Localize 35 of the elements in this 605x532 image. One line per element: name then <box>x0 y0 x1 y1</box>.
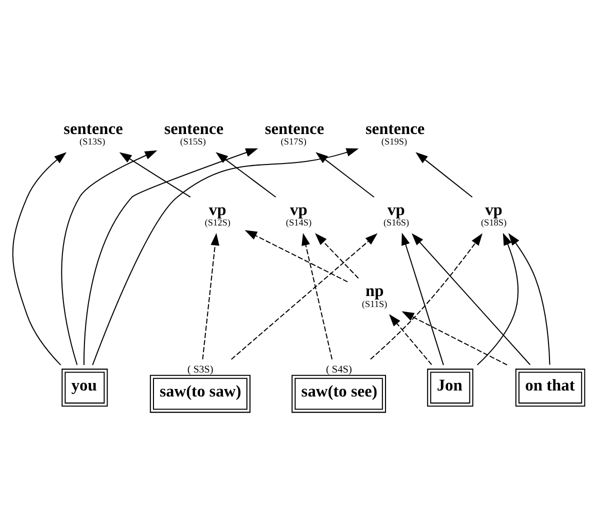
node-text: sentence (S17S) <box>264 118 324 147</box>
arrow <box>370 233 483 360</box>
arrow <box>302 233 333 360</box>
arrow <box>92 148 359 366</box>
arrow <box>231 233 378 360</box>
arrow <box>61 150 158 366</box>
arrow <box>83 148 258 365</box>
arrow <box>416 152 473 198</box>
node-box: saw(to see) <box>292 374 386 413</box>
node-text: vp (S18S) <box>480 200 507 228</box>
node-text: sentence (S13S) <box>64 118 123 147</box>
arrow <box>389 314 432 366</box>
node-box: Jon <box>427 368 474 407</box>
arrow <box>315 233 359 279</box>
arrow <box>402 311 508 366</box>
node-label: ( S3S) <box>187 364 214 376</box>
node-box: saw(to saw) <box>150 374 250 413</box>
arrow <box>202 233 220 360</box>
arrow <box>12 152 67 366</box>
node-box: on that <box>515 368 586 407</box>
arrow <box>119 152 191 198</box>
arrow <box>216 152 276 198</box>
arrow <box>476 232 518 366</box>
node-text: vp (S14S) <box>286 200 312 228</box>
node-text: vp (S12S) <box>204 200 230 228</box>
arrow <box>412 233 530 366</box>
node-text: vp (S16S) <box>383 200 410 228</box>
node-label: ( S4S) <box>326 364 352 376</box>
node-text: sentence (S15S) <box>164 118 224 147</box>
node-text: np (S11S) <box>362 281 388 309</box>
arrow <box>402 232 444 366</box>
node-text: sentence (S19S) <box>365 118 425 147</box>
arrow <box>244 230 348 282</box>
arrow <box>508 233 550 365</box>
node-box: you <box>62 368 108 407</box>
